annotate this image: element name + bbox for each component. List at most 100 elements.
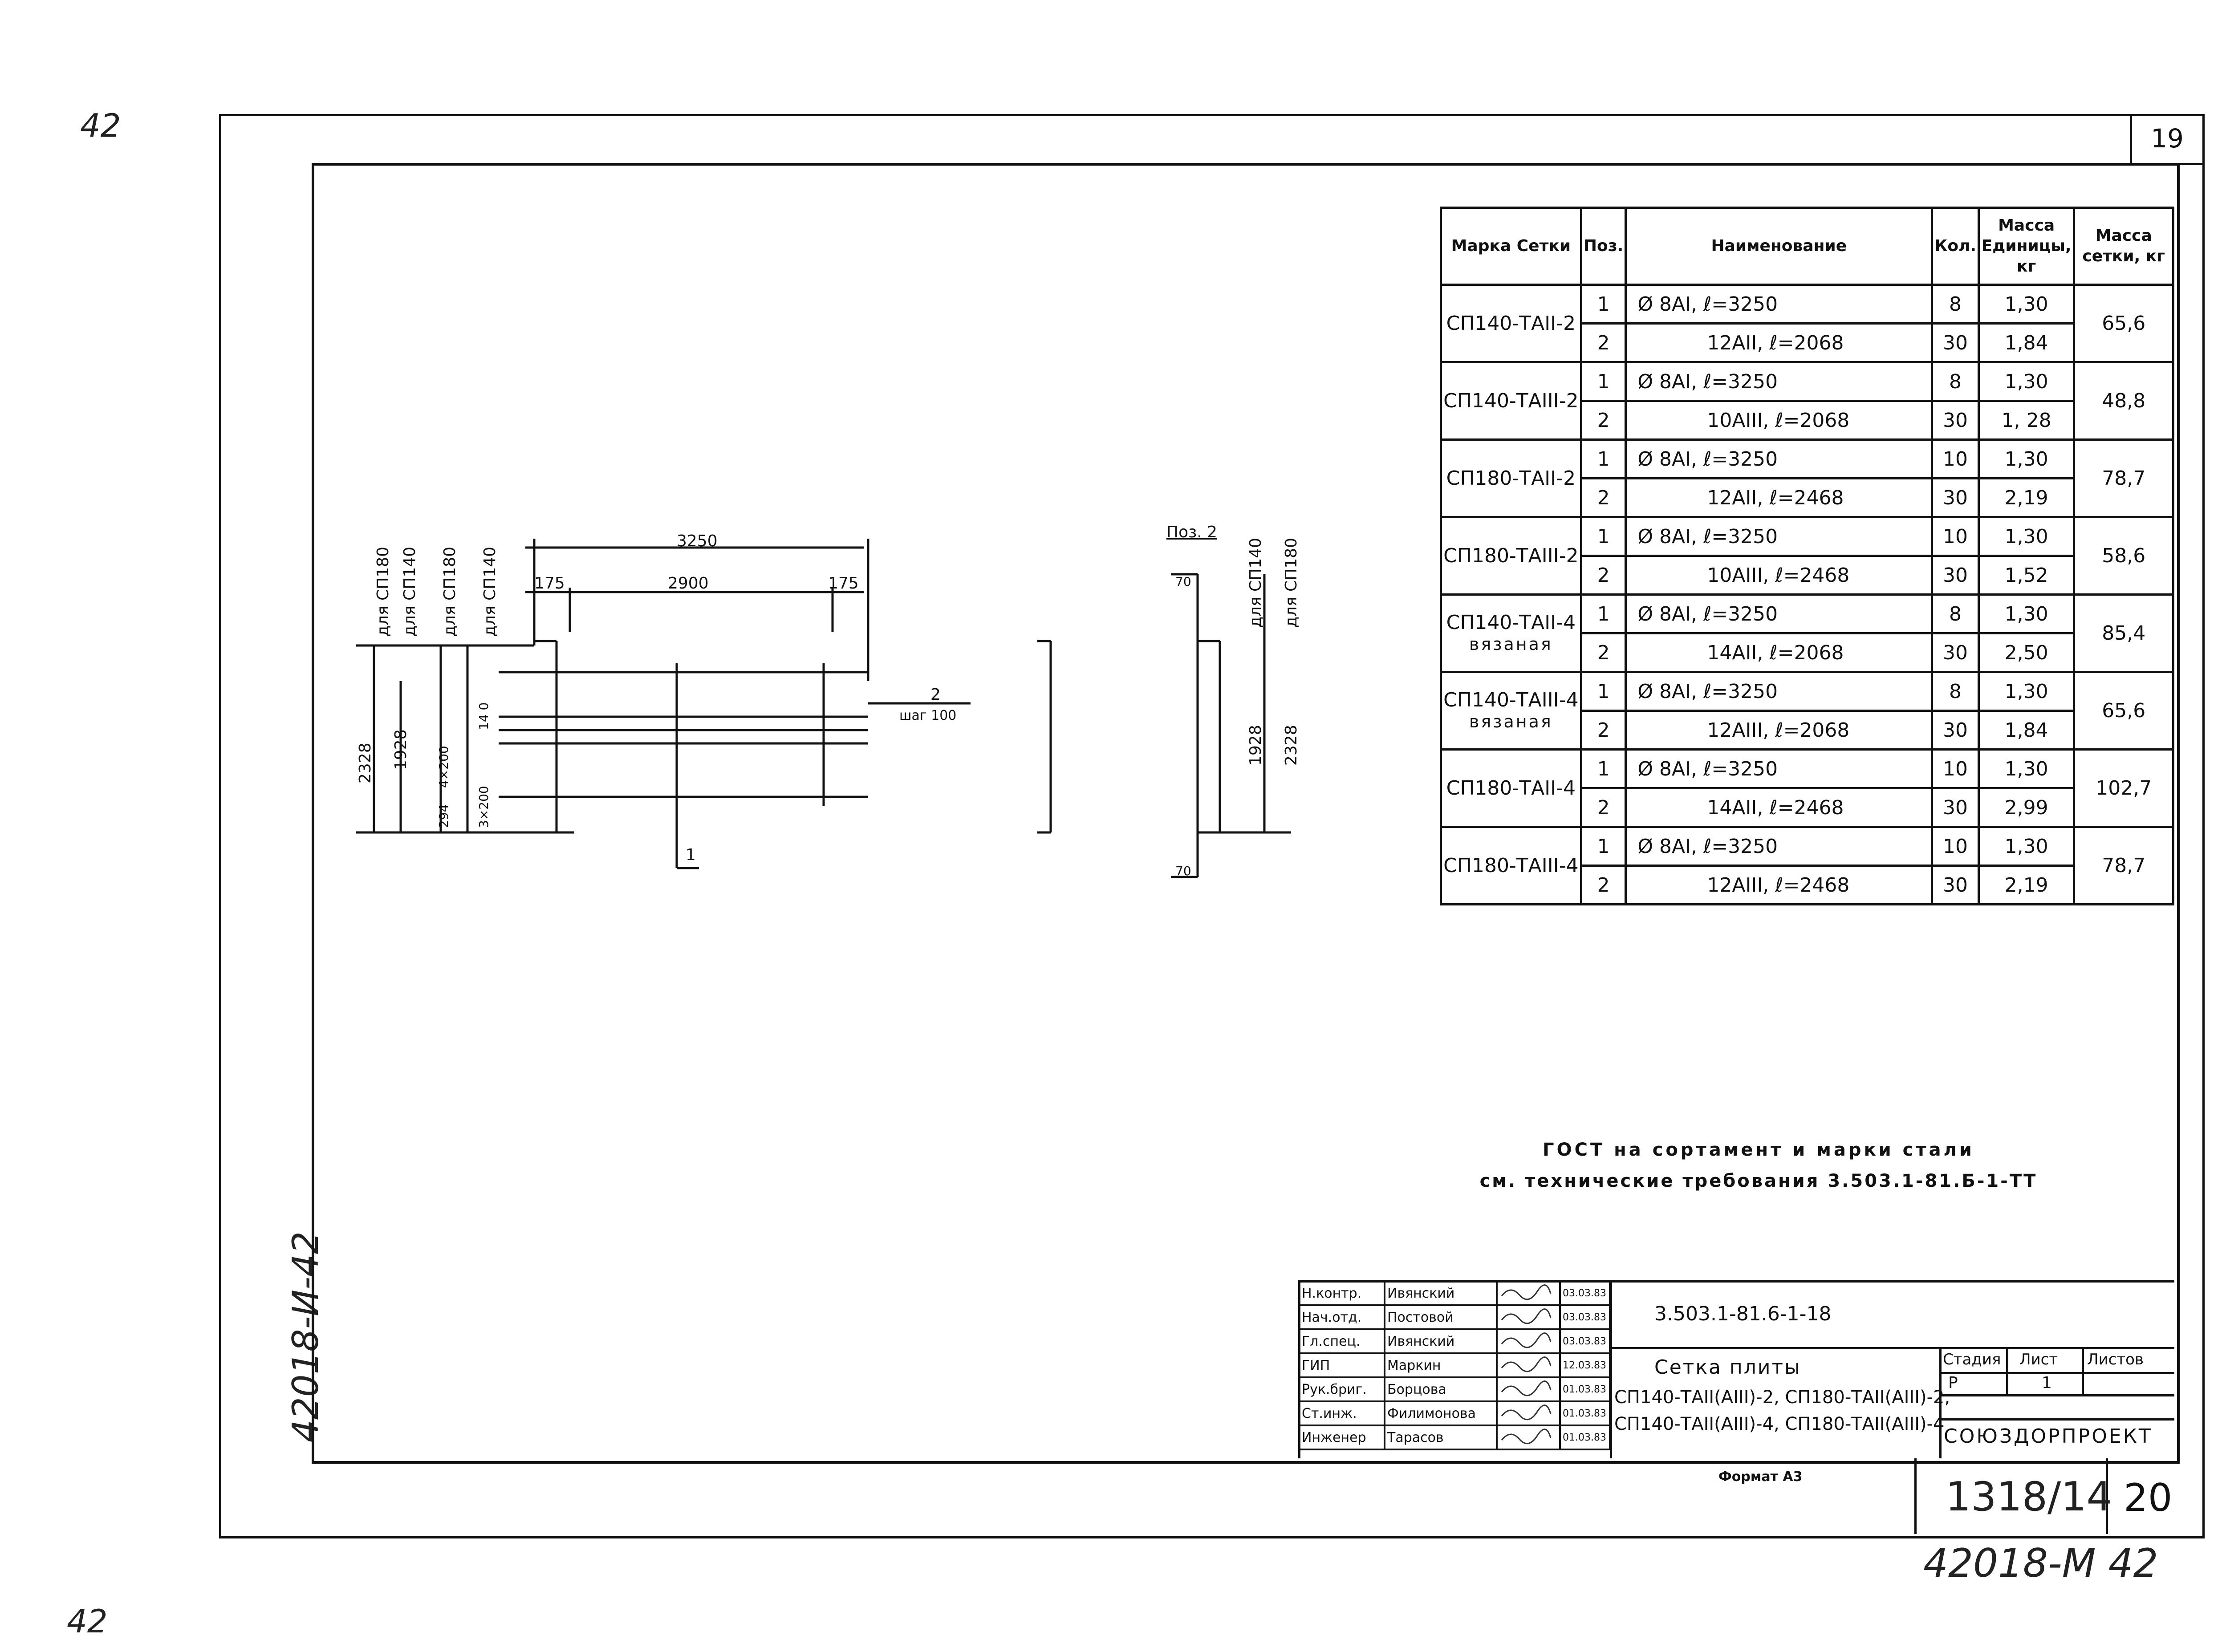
name-cell: Маркин [1384, 1352, 1498, 1378]
unit-mass-cell: 2,19 [1977, 865, 2076, 905]
qty-cell: 30 [1931, 632, 1980, 673]
signature-scribble [1501, 1356, 1552, 1372]
mesh-mark-sub: вязаная [1469, 634, 1553, 654]
signature-scribble [1501, 1332, 1552, 1348]
qty-cell: 30 [1931, 322, 1980, 363]
name-cell: 14AII, ℓ=2068 [1625, 632, 1934, 673]
unit-mass-cell: 1,30 [1977, 748, 2076, 789]
dim-spacing-c: 4×200 [436, 746, 451, 788]
mesh-mark: СП180-ТАII-2 [1440, 438, 1582, 518]
col-mark-header: Марка Сетки [1440, 207, 1582, 286]
doc-title: Сетка плиты [1654, 1356, 1801, 1379]
unit-mass-cell: 1,52 [1977, 555, 2076, 596]
qty-cell: 10 [1931, 826, 1980, 867]
name-cell: Ø 8AI, ℓ=3250 [1625, 516, 1934, 557]
pos2-label-1: для СП140 [1247, 538, 1265, 628]
dim-h1: 2328 [356, 743, 374, 783]
qty-cell: 10 [1931, 516, 1980, 557]
dim-spacing-d: 3×200 [476, 786, 491, 828]
signature-scribble [1501, 1308, 1552, 1324]
role-cell: Нач.отд. [1298, 1304, 1385, 1330]
unit-mass-cell: 1,30 [1977, 671, 2076, 712]
vertical-label: для СП140 [401, 547, 419, 637]
mesh-mark-label: СП180-ТАIII-2 [1443, 544, 1579, 567]
dim-spacing-b: 14 0 [476, 702, 491, 730]
unit-mass-cell: 1,84 [1977, 710, 2076, 751]
signature-cell [1496, 1376, 1561, 1402]
pos-cell: 2 [1580, 632, 1627, 673]
name-cell: Ø 8AI, ℓ=3250 [1625, 438, 1934, 479]
vertical-label: для СП180 [441, 547, 459, 637]
qty-cell: 10 [1931, 748, 1980, 789]
pos-cell: 2 [1580, 400, 1627, 441]
unit-mass-cell: 1,30 [1977, 826, 2076, 867]
qty-cell: 30 [1931, 400, 1980, 441]
name-cell: Тарасов [1384, 1425, 1498, 1450]
signature-cell [1496, 1328, 1561, 1354]
mesh-mark-sub: вязаная [1469, 711, 1553, 731]
name-cell: Борцова [1384, 1376, 1498, 1402]
col-name-header: Наименование [1625, 207, 1934, 286]
mesh-mass-cell: 58,6 [2073, 516, 2174, 596]
doc-code: 3.503.1-81.6-1-18 [1654, 1303, 1832, 1325]
name-cell: 12AII, ℓ=2068 [1625, 322, 1934, 363]
mesh-mass-cell: 65,6 [2073, 284, 2174, 363]
mesh-mark-label: СП140-ТАII-4 [1446, 611, 1576, 634]
mesh-mark-label: СП180-ТАII-4 [1446, 776, 1576, 800]
role-cell: ГИП [1298, 1352, 1385, 1378]
signature-cell [1496, 1304, 1561, 1330]
qty-cell: 8 [1931, 361, 1980, 402]
date-cell: 03.03.83 [1559, 1328, 1611, 1354]
sheet-number-top: 19 [2130, 114, 2202, 165]
dim-mid: 2900 [668, 574, 709, 593]
mesh-mass-cell: 102,7 [2073, 748, 2174, 828]
role-cell: Рук.бриг. [1298, 1376, 1385, 1402]
sheet-header: Лист [2019, 1351, 2058, 1368]
pos2-h1: 1928 [1247, 725, 1265, 766]
name-cell: 10AIII, ℓ=2468 [1625, 555, 1934, 596]
dim-end-left: 175 [534, 574, 565, 593]
signature-cell [1496, 1400, 1561, 1426]
name-cell: 12AIII, ℓ=2068 [1625, 710, 1934, 751]
unit-mass-cell: 2,99 [1977, 787, 2076, 828]
qty-cell: 30 [1931, 710, 1980, 751]
date-cell: 01.03.83 [1559, 1376, 1611, 1402]
mesh-drawing [356, 539, 1291, 878]
pos2-end-bottom: 70 [1175, 864, 1191, 878]
organization: СОЮЗДОРПРОЕКТ [1944, 1425, 2153, 1448]
mesh-mass-cell: 78,7 [2073, 438, 2174, 518]
pos2-h2: 2328 [1282, 725, 1300, 766]
signature-cell [1496, 1425, 1561, 1450]
col-unit-mass-header: Масса Единицы, кг [1977, 207, 2076, 286]
mesh-mark-label: СП180-ТАIII-4 [1443, 854, 1579, 877]
dim-h2: 1928 [392, 729, 410, 770]
unit-mass-cell: 1,30 [1977, 516, 2076, 557]
mesh-mass-cell: 65,6 [2073, 671, 2174, 751]
pos-cell: 2 [1580, 322, 1627, 363]
unit-mass-cell: 1,30 [1977, 593, 2076, 634]
vertical-label: для СП180 [374, 547, 392, 637]
signature-cell [1496, 1280, 1561, 1306]
role-cell: Инженер [1298, 1425, 1385, 1450]
name-cell: 12AIII, ℓ=2468 [1625, 865, 1934, 905]
mesh-mass-cell: 48,8 [2073, 361, 2174, 441]
pos-cell: 1 [1580, 593, 1627, 634]
